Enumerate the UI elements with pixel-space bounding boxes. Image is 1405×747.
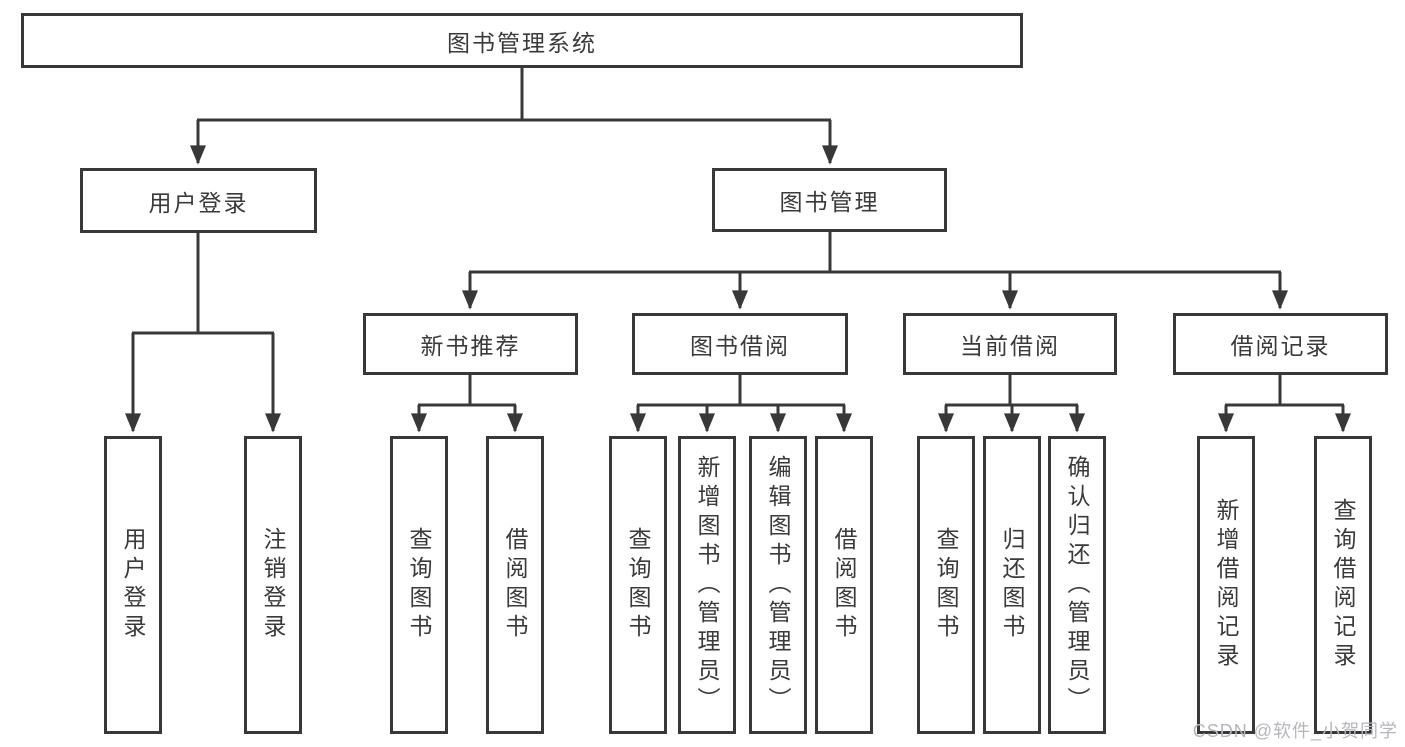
node-new-book-recommend: 新书推荐 <box>363 313 578 375</box>
leaf-newbooks-query-books-label: 查询图书 <box>406 527 432 643</box>
leaf-return-books-label: 归还图书 <box>999 527 1025 643</box>
leaf-return-books: 归还图书 <box>983 436 1041 734</box>
leaf-add-books-admin: 新增图书（管理员） <box>678 436 736 734</box>
leaf-query-borrow-record-label: 查询借阅记录 <box>1330 498 1356 672</box>
node-borrowing-records-label: 借阅记录 <box>1230 333 1331 359</box>
leaf-add-borrow-record-label: 新增借阅记录 <box>1213 498 1239 672</box>
leaf-borrowing-query-books-label: 查询图书 <box>625 527 651 643</box>
node-library-system-label: 图书管理系统 <box>447 29 597 56</box>
leaf-newbooks-borrow-books: 借阅图书 <box>486 436 544 734</box>
leaf-borrow-books: 借阅图书 <box>815 436 873 734</box>
node-current-borrowing-label: 当前借阅 <box>960 333 1060 359</box>
leaf-current-query-books-label: 查询图书 <box>933 527 959 643</box>
node-book-management: 图书管理 <box>712 168 947 232</box>
node-user-login: 用户登录 <box>80 168 317 233</box>
leaf-add-borrow-record: 新增借阅记录 <box>1197 436 1255 734</box>
leaf-borrow-books-label: 借阅图书 <box>831 527 857 643</box>
leaf-user-login: 用户登录 <box>104 436 162 734</box>
leaf-borrowing-query-books: 查询图书 <box>609 436 667 734</box>
csdn-watermark: CSDN @软件_小贺同学 <box>1192 721 1398 741</box>
node-book-borrowing: 图书借阅 <box>632 313 848 375</box>
node-new-book-recommend-label: 新书推荐 <box>420 333 521 359</box>
leaf-add-books-admin-label: 新增图书（管理员） <box>694 454 720 716</box>
node-user-login-label: 用户登录 <box>148 189 249 216</box>
leaf-logout-label: 注销登录 <box>260 527 286 643</box>
leaf-confirm-return-admin-label: 确认归还（管理员） <box>1064 454 1090 716</box>
leaf-current-query-books: 查询图书 <box>917 436 975 734</box>
leaf-edit-books-admin-label: 编辑图书（管理员） <box>765 454 791 716</box>
leaf-confirm-return-admin: 确认归还（管理员） <box>1048 436 1106 734</box>
leaf-query-borrow-record: 查询借阅记录 <box>1314 436 1372 734</box>
leaf-user-login-label: 用户登录 <box>120 527 146 643</box>
leaf-newbooks-query-books: 查询图书 <box>390 436 448 734</box>
node-book-borrowing-label: 图书借阅 <box>690 333 790 359</box>
leaf-edit-books-admin: 编辑图书（管理员） <box>749 436 807 734</box>
leaf-newbooks-borrow-books-label: 借阅图书 <box>502 527 528 643</box>
node-library-system: 图书管理系统 <box>21 13 1023 68</box>
node-current-borrowing: 当前借阅 <box>903 313 1117 375</box>
node-book-management-label: 图书管理 <box>779 189 880 215</box>
leaf-logout: 注销登录 <box>244 436 302 734</box>
node-borrowing-records: 借阅记录 <box>1173 313 1388 375</box>
